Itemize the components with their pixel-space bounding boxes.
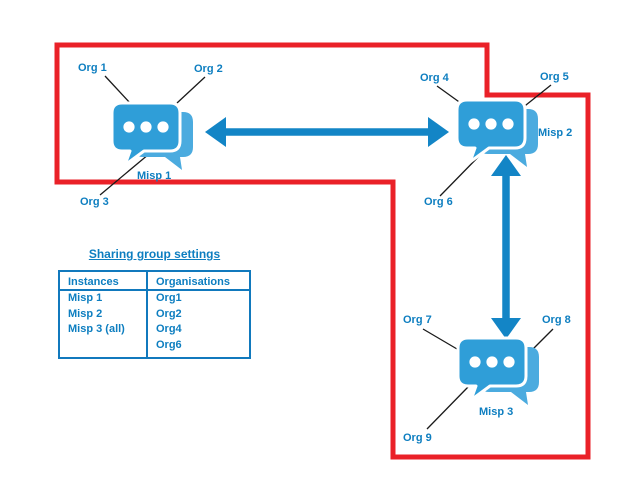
org7-label: Org 7: [403, 314, 432, 326]
sharing-group-settings-table: Instances Misp 1 Misp 2 Misp 3 (all) Org…: [58, 270, 251, 359]
sharing-group-settings-title: Sharing group settings: [88, 247, 221, 261]
misp1-label: Misp 1: [137, 170, 172, 182]
table-row: Org2: [156, 307, 182, 320]
org-connector-lines: [99, 75, 554, 430]
misp2-chat-icon: [455, 98, 540, 169]
misp3-chat-icon: [456, 336, 541, 407]
table-row: Misp 3 (all): [68, 323, 125, 336]
sharing-group-boundary: [54, 42, 591, 460]
organisations-column: Organisations Org1 Org2 Org4 Org6: [148, 272, 249, 357]
org2-label: Org 2: [194, 63, 223, 75]
arrow-misp2-misp3: [491, 155, 521, 339]
org9-label: Org 9: [403, 432, 432, 444]
table-row: Org1: [156, 292, 182, 304]
table-row: Org4: [156, 323, 182, 336]
organisations-header: Organisations: [148, 272, 249, 291]
misp2-label: Misp 2: [538, 127, 573, 139]
org8-label: Org 8: [542, 314, 571, 326]
org4-label: Org 4: [420, 72, 449, 84]
table-row: Misp 2: [68, 307, 103, 320]
instances-header: Instances: [60, 272, 146, 291]
org1-label: Org 1: [78, 62, 107, 74]
table-row: Misp 1: [68, 292, 103, 304]
instances-column: Instances Misp 1 Misp 2 Misp 3 (all): [60, 272, 148, 357]
arrow-misp1-misp2: [205, 117, 449, 147]
org6-label: Org 6: [424, 196, 453, 208]
org3-label: Org 3: [80, 196, 109, 208]
table-row: Org6: [156, 339, 182, 352]
misp3-label: Misp 3: [479, 406, 514, 418]
org5-label: Org 5: [540, 71, 569, 83]
misp1-chat-icon: [110, 101, 195, 172]
